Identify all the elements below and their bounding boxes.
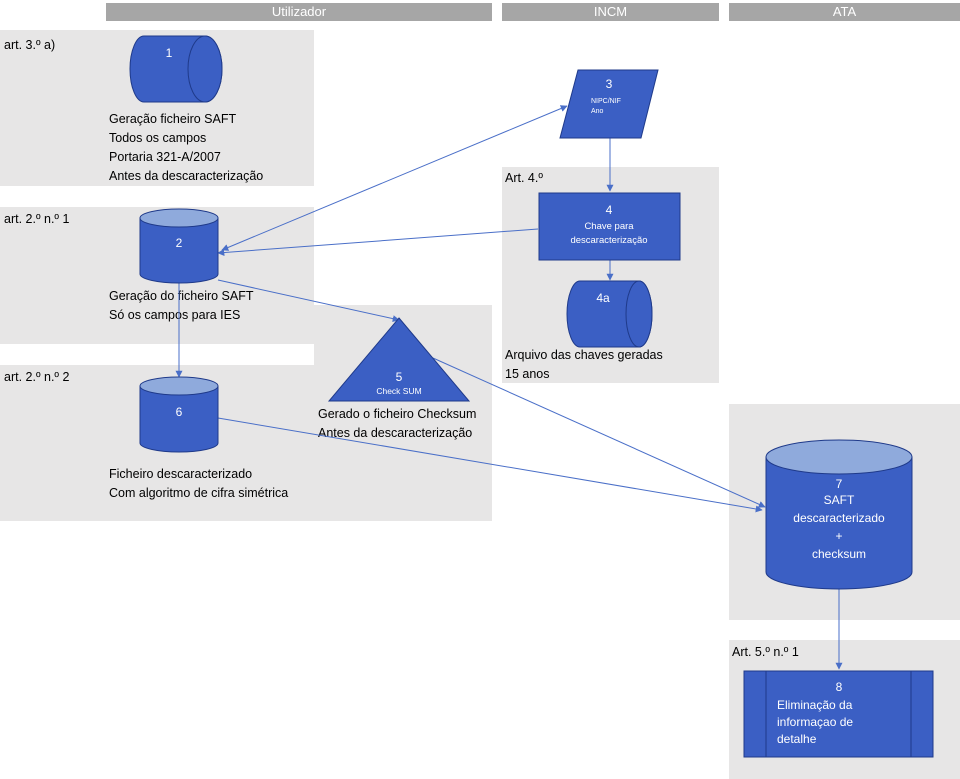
node-4a-number: 4a — [596, 291, 610, 305]
lane-header-utilizador: Utilizador — [106, 3, 492, 21]
caption-node-4a: Arquivo das chaves geradas 15 anos — [505, 346, 663, 384]
node-4-line-1: Chave para — [584, 221, 634, 232]
caption-line: Só os campos para IES — [109, 308, 241, 322]
node-1-number: 1 — [166, 46, 173, 60]
connector-4-2 — [217, 228, 539, 257]
caption-line: Todos os campos — [109, 131, 207, 145]
node-7-line-4: checksum — [812, 547, 866, 561]
caption-line: Com algoritmo de cifra simétrica — [109, 486, 289, 500]
article-label-art3a: art. 3.º a) — [4, 38, 56, 52]
caption-node-5: Gerado o ficheiro Checksum Antes da desc… — [318, 405, 476, 443]
node-7-number: 7 — [836, 477, 843, 491]
connector-6-7 — [217, 417, 763, 513]
connectors — [175, 105, 843, 670]
caption-line: Gerado o ficheiro Checksum — [318, 407, 477, 421]
node-3-line-1: NIPC/NIF — [591, 98, 621, 105]
node-3-parallelogram: 3 NIPC/NIF Ano — [559, 69, 659, 139]
node-7-cylinder: 7 SAFT descaracterizado + checksum — [765, 439, 913, 590]
node-8-predefined-process: 8 Eliminação da informaçao de detalhe — [743, 670, 934, 758]
node-5-number: 5 — [396, 370, 403, 384]
node-1-horizontal-cylinder: 1 — [129, 35, 223, 103]
caption-line: Geração do ficheiro SAFT — [109, 289, 254, 303]
node-2-cylinder: 2 — [139, 208, 219, 284]
node-8-line-1: Eliminação da — [777, 698, 853, 712]
caption-line: 15 anos — [505, 367, 550, 381]
connector-2-3 — [221, 105, 568, 251]
node-4-line-2: descaracterização — [570, 235, 647, 246]
node-8-line-3: detalhe — [777, 732, 817, 746]
node-4a-horizontal-cylinder: 4a — [566, 280, 653, 348]
article-label-art5n1: Art. 5.º n.º 1 — [732, 645, 799, 659]
article-label-art2n1: art. 2.º n.º 1 — [4, 212, 70, 226]
caption-line: Ficheiro descaracterizado — [109, 467, 253, 481]
node-6-number: 6 — [176, 405, 183, 419]
connector-2-5 — [217, 279, 400, 323]
caption-line: Geração ficheiro SAFT — [109, 112, 237, 126]
article-label-art2n2: art. 2.º n.º 2 — [4, 370, 70, 384]
caption-node-2: Geração do ficheiro SAFT Só os campos pa… — [109, 287, 254, 325]
node-4-process: 4 Chave para descaracterização — [538, 192, 681, 261]
node-2-number: 2 — [176, 236, 183, 250]
node-7-line-1: SAFT — [824, 493, 855, 507]
node-3-line-2: Ano — [591, 108, 604, 115]
node-8-line-2: informaçao de — [777, 715, 853, 729]
caption-node-6: Ficheiro descaracterizado Com algoritmo … — [109, 465, 288, 503]
caption-line: Antes da descaracterização — [318, 426, 473, 440]
node-6-cylinder: 6 — [139, 376, 219, 453]
caption-line: Arquivo das chaves geradas — [505, 348, 663, 362]
node-3-number: 3 — [606, 77, 613, 91]
node-4-number: 4 — [606, 203, 613, 217]
node-5-triangle: 5 Check SUM — [327, 317, 471, 402]
node-7-line-3: + — [835, 529, 842, 543]
node-5-line-1: Check SUM — [376, 386, 421, 396]
caption-line: Portaria 321-A/2007 — [109, 150, 221, 164]
node-7-line-2: descaracterizado — [793, 511, 885, 525]
connector-5-7 — [432, 357, 766, 508]
node-8-number: 8 — [836, 680, 843, 694]
lane-header-incm: INCM — [502, 3, 719, 21]
lane-header-ata: ATA — [729, 3, 960, 21]
